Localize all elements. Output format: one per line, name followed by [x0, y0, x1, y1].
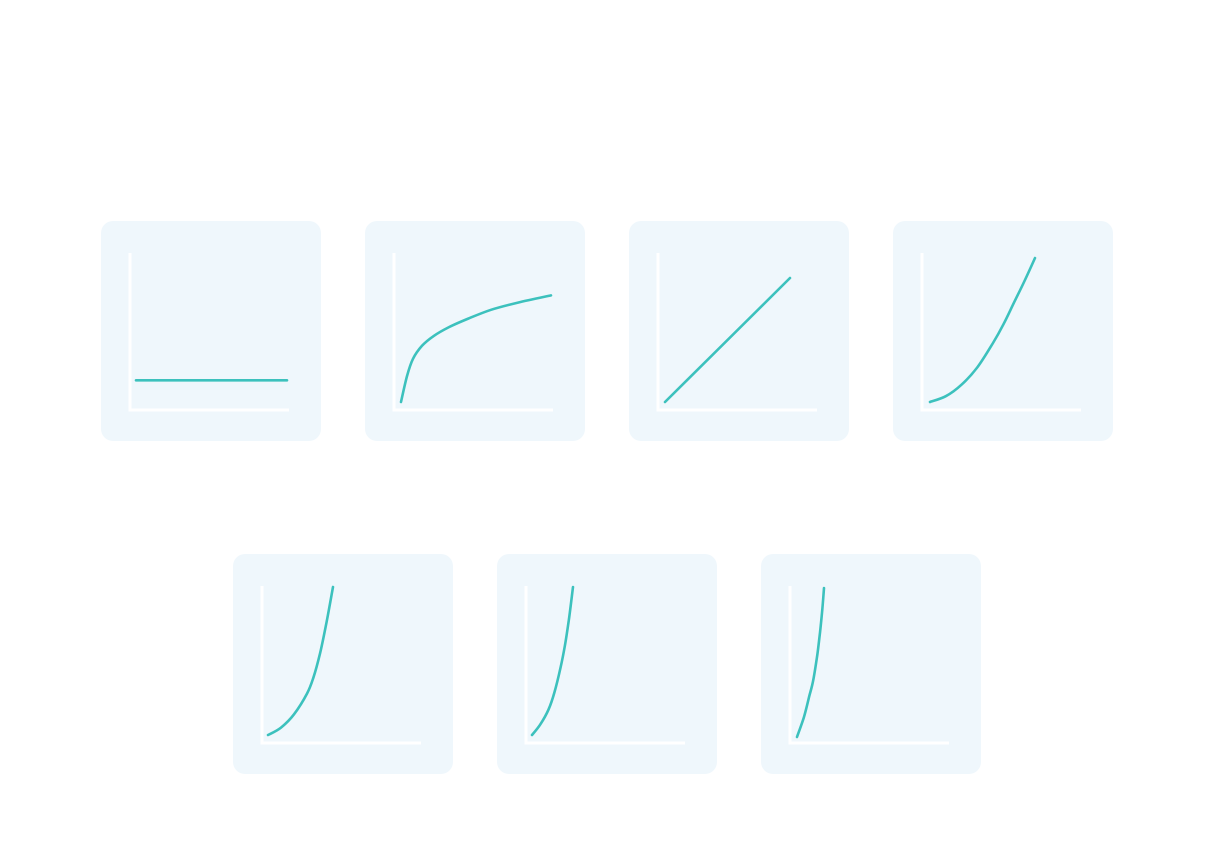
card-background: [101, 221, 321, 441]
exponential-curve: [530, 585, 575, 737]
axes: [392, 253, 553, 412]
factorial-growth-graph: [761, 554, 981, 774]
cubic-curve: [266, 585, 335, 737]
quadratic-growth-card: [893, 221, 1113, 441]
exponential-growth-graph: [497, 554, 717, 774]
constant-growth-card: [101, 221, 321, 441]
logarithmic-growth-graph: [365, 221, 585, 441]
logarithmic-curve: [399, 294, 553, 404]
factorial-growth-card: [761, 554, 981, 774]
constant-growth-graph: [101, 221, 321, 441]
factorial-curve: [795, 586, 826, 739]
cubic-growth-card: [233, 554, 453, 774]
card-background: [497, 554, 717, 774]
card-background: [233, 554, 453, 774]
axes: [260, 586, 421, 745]
card-background: [629, 221, 849, 441]
axes: [128, 253, 289, 412]
logarithmic-growth-card: [365, 221, 585, 441]
card-background: [365, 221, 585, 441]
card-background: [893, 221, 1113, 441]
axes: [524, 586, 685, 745]
quadratic-growth-graph: [893, 221, 1113, 441]
linear-growth-graph: [629, 221, 849, 441]
axes: [920, 253, 1081, 412]
linear-growth-card: [629, 221, 849, 441]
axes: [656, 253, 817, 412]
exponential-growth-card: [497, 554, 717, 774]
cubic-growth-graph: [233, 554, 453, 774]
card-background: [761, 554, 981, 774]
axes: [788, 586, 949, 745]
quadratic-curve: [928, 256, 1037, 404]
linear-curve: [663, 276, 792, 404]
